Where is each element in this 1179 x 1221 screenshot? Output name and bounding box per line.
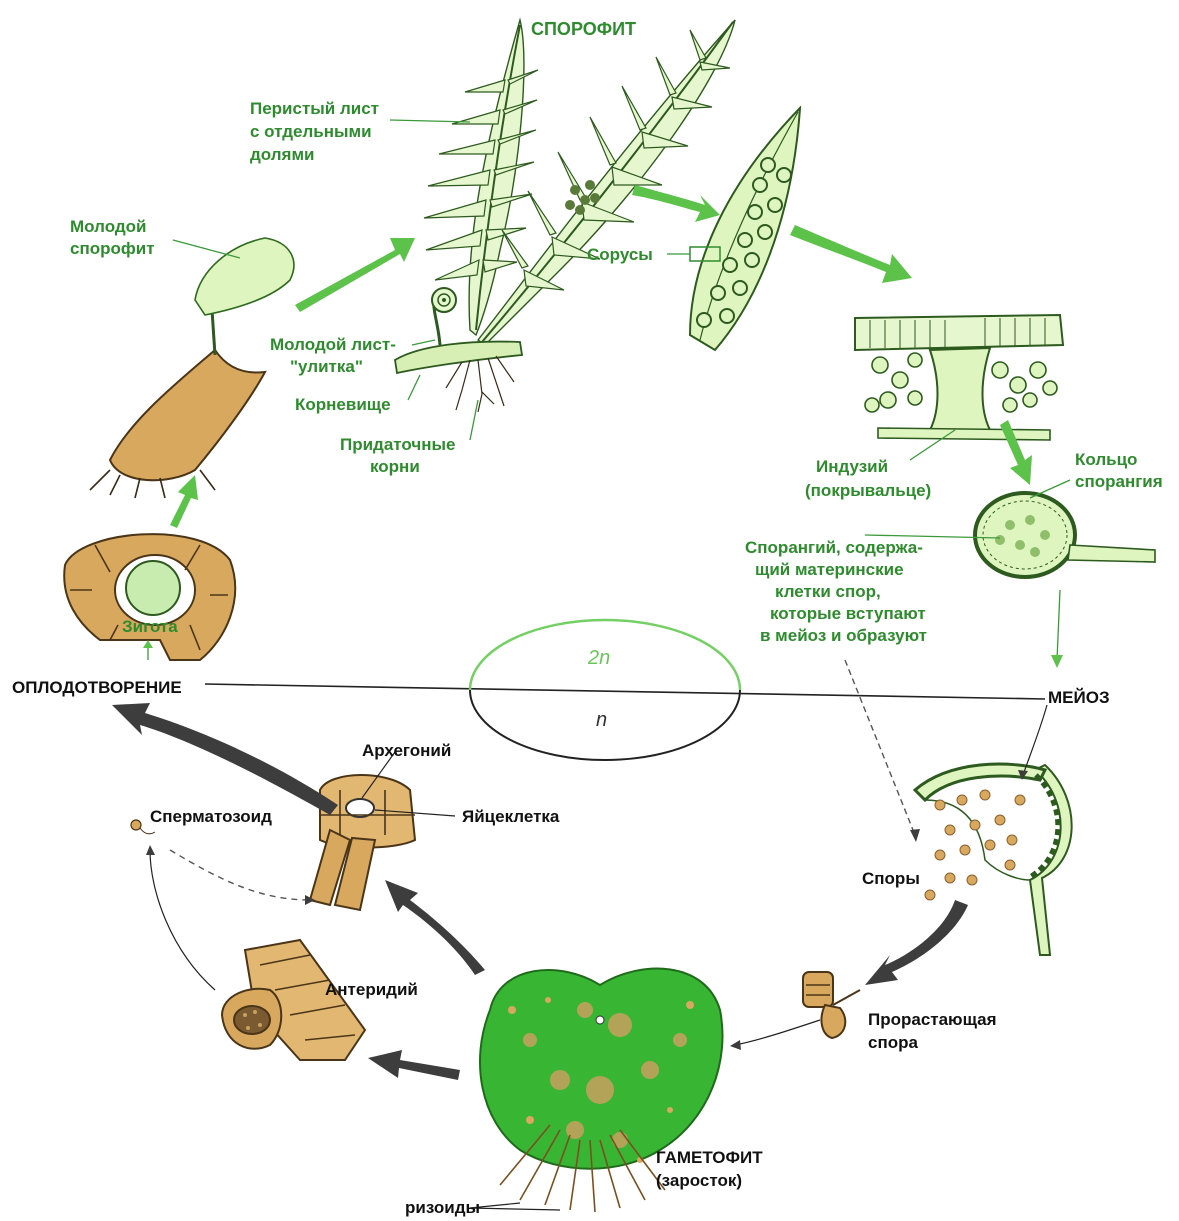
label-archegonium: Архегоний: [362, 741, 451, 760]
label-adventitious-roots: Придаточные корни: [340, 435, 460, 476]
label-indusium-line2: (покрывальце): [805, 481, 931, 500]
label-young-leaf: Молодой лист- "улитка": [270, 335, 401, 376]
label-sporangium-line1: Спорангий, содержа-: [745, 538, 923, 557]
label-pinnate-leaf-line2: с отдельными: [250, 122, 372, 141]
label-sporangium-ring: Кольцо спорангия: [1075, 450, 1163, 491]
label-pinnate-leaf-line1: Перистый лист: [250, 99, 379, 118]
label-indusium: Индузий (покрывальце): [805, 457, 931, 500]
arrow-germinating-to-gametophyte: [735, 1020, 820, 1045]
label-indusium-line1: Индузий: [816, 457, 888, 476]
sorus-cross-section: [855, 315, 1063, 440]
label-sporangium-description: Спорангий, содержа- щий материнские клет…: [745, 538, 930, 645]
zygote-venter: [64, 534, 235, 660]
label-young-leaf-line2: "улитка": [290, 357, 363, 376]
arrow-pinnule-to-section: [790, 225, 912, 283]
label-spermatozoid: Сперматозоид: [150, 807, 272, 826]
ploidy-2n-label: 2n: [587, 647, 610, 669]
label-sporangium-line2: щий материнские: [755, 560, 904, 579]
germinating-spore: [803, 972, 860, 1038]
arrow-zygote-to-young-sporophyte: [170, 475, 198, 528]
label-sori: Сорусы: [587, 245, 653, 264]
label-zygote: Зигота: [122, 617, 178, 636]
label-gametophyte-line2: (заросток): [656, 1171, 742, 1190]
label-young-leaf-line1: Молодой лист-: [270, 335, 396, 354]
arrow-spores-to-germinating: [865, 900, 968, 985]
label-germinating-spore: Прорастающая спора: [868, 1010, 1001, 1052]
label-gametophyte: ГАМЕТОФИТ (заросток): [656, 1148, 767, 1190]
label-germinating-spore-line1: Прорастающая: [868, 1010, 997, 1029]
label-germinating-spore-line2: спора: [868, 1033, 918, 1052]
haploid-diploid-line: [205, 684, 1045, 699]
label-sporangium-ring-line1: Кольцо: [1075, 450, 1137, 469]
roots-icon: [446, 356, 514, 412]
arrow-meiosis-to-spores: [1023, 705, 1047, 775]
young-sporophyte: [90, 238, 294, 498]
label-pinnate-leaf-line3: долями: [250, 145, 315, 164]
arrow-dashed-sporangium-to-spores: [845, 660, 915, 835]
label-adventitious-roots-line1: Придаточные: [340, 435, 455, 454]
label-egg-cell: Яйцеклетка: [462, 807, 560, 826]
arrow-antheridium-to-sperm: [150, 850, 215, 990]
label-spores: Споры: [862, 869, 920, 888]
arrow-archegonium-to-fertilization: [112, 703, 338, 815]
arrow-gametophyte-to-archegonium: [385, 880, 485, 975]
label-adventitious-roots-line2: корни: [370, 457, 420, 476]
pinnule-with-sori: [690, 108, 800, 350]
arrow-sporangium-to-meiosis: [1057, 590, 1060, 660]
arrow-sperm-to-archegonium: [170, 850, 310, 900]
fiddlehead-icon: [432, 288, 456, 345]
label-young-sporophyte: Молодой спорофит: [70, 217, 155, 258]
sporangium-open: [915, 764, 1072, 955]
label-young-sporophyte-line2: спорофит: [70, 239, 155, 258]
label-rhizoids: ризоиды: [405, 1198, 480, 1217]
label-rhizome: Корневище: [295, 395, 391, 414]
antheridium: [222, 940, 365, 1060]
label-antheridium: Антеридий: [325, 980, 418, 999]
label-young-sporophyte-line1: Молодой: [70, 217, 146, 236]
sporophyte-illustration: [395, 20, 735, 412]
label-sporangium-ring-line2: спорангия: [1075, 472, 1163, 491]
arrow-frond-to-pinnule: [632, 185, 720, 222]
label-meiosis: МЕЙОЗ: [1048, 688, 1110, 707]
label-sporangium-line3: клетки спор,: [775, 582, 881, 601]
label-sporangium-line4: которые вступают: [770, 604, 926, 623]
sporangium-closed: [975, 493, 1155, 577]
label-sporophyte: СПОРОФИТ: [531, 19, 636, 39]
label-sporangium-line5: в мейоз и образуют: [760, 626, 927, 645]
label-gametophyte-line1: ГАМЕТОФИТ: [656, 1148, 763, 1167]
label-fertilization: ОПЛОДОТВОРЕНИЕ: [12, 678, 182, 697]
arrow-gametophyte-to-antheridium: [368, 1050, 460, 1080]
arrow-young-to-adult: [295, 238, 415, 312]
label-pinnate-leaf: Перистый лист с отдельными долями: [250, 99, 384, 164]
ploidy-n-label: n: [596, 709, 607, 731]
